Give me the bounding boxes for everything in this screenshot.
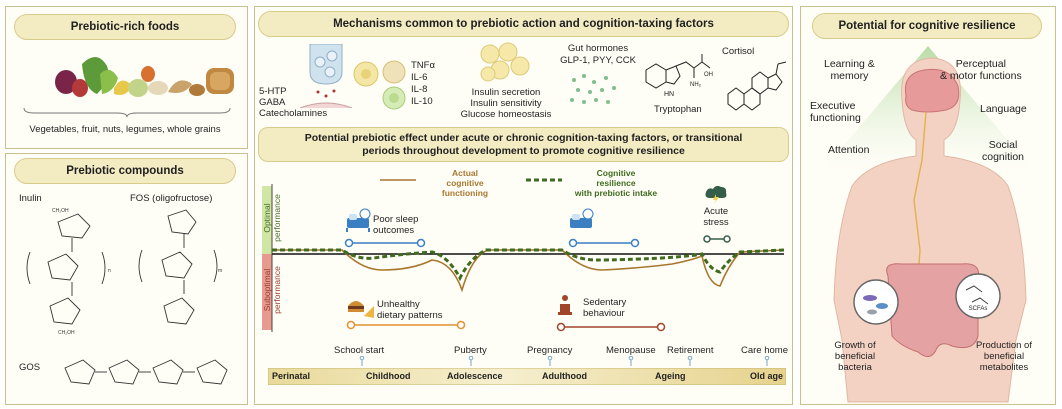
suboptimal-performance-band — [262, 254, 272, 330]
insulin-secretion: Insulin secretion — [471, 87, 541, 98]
effect-title: Potential prebiotic effect under acute o… — [258, 127, 789, 162]
optimal-performance-band — [262, 186, 272, 254]
foods-brace — [23, 107, 231, 118]
gos-structure — [64, 359, 228, 385]
foods-illustration — [55, 56, 234, 97]
sleep-icon — [346, 208, 371, 232]
poor-sleep-label: Poor sleep outcomes — [373, 214, 419, 236]
neuro-gaba: GABA — [259, 97, 286, 108]
resilience-line — [272, 248, 785, 282]
immune-cells-icon — [353, 60, 406, 110]
scfas-label: SCFAs — [968, 306, 988, 312]
acute-stress-marker — [703, 235, 731, 243]
legend-resilience-label: Cognitive resilience with prebiotic inta… — [574, 168, 658, 198]
domain-social-cognition: Social cognition — [981, 139, 1025, 163]
insulin-sensitivity: Insulin sensitivity — [470, 98, 542, 109]
tryptophan-label: Tryptophan — [654, 104, 702, 115]
growth-bacteria-label: Growth of beneficial bacteria — [834, 340, 876, 373]
gut-hormones-list: GLP-1, PYY, CCK — [560, 55, 636, 66]
acute-stress-label: Acute stress — [703, 206, 729, 228]
life-stage-bar — [268, 368, 786, 385]
svg-text:OH: OH — [704, 72, 713, 78]
hormone-dots-icon — [570, 74, 616, 104]
islet-cells-icon — [480, 42, 530, 82]
legend-actual-label: Actual cognitive functioning — [441, 168, 489, 198]
domain-executive-functioning: Executive functioning — [810, 100, 861, 124]
unhealthy-food-icon — [348, 301, 374, 318]
poor-sleep-interval-2 — [568, 238, 640, 248]
effect-title-line-2: periods throughout development to promot… — [362, 145, 685, 157]
cytokine-il8: IL-8 — [411, 84, 428, 95]
neuro-5htp: 5-HTP — [259, 86, 287, 97]
foods-caption: Vegetables, fruit, nuts, legumes, whole … — [29, 124, 221, 135]
unhealthy-diet-interval — [346, 320, 466, 330]
cortisol-structure — [727, 61, 787, 111]
metabolite-magnifier — [955, 273, 1001, 319]
milestone-school-start: School start — [334, 345, 385, 356]
mechanisms-title: Mechanisms common to prebiotic action an… — [258, 11, 789, 37]
sleep-icon-2 — [570, 208, 594, 228]
domain-learning-memory: Learning & memory — [824, 58, 875, 82]
milestone-pregnancy: Pregnancy — [527, 345, 573, 356]
effect-title-line-1: Potential prebiotic effect under acute o… — [304, 132, 743, 144]
neuron-icon — [300, 44, 352, 108]
inulin-structure: CH₂OH n CH₂OH — [26, 208, 111, 336]
storm-cloud-icon — [705, 185, 727, 204]
fos-label: FOS (oligofructose) — [130, 193, 213, 204]
domain-perceptual-motor: Perceptual & motor functions — [940, 58, 1022, 82]
stage-adulthood: Adulthood — [542, 371, 587, 381]
fos-structure: m — [138, 209, 222, 325]
sedentary-label: Sedentary behaviour — [583, 297, 627, 319]
neuro-catecholamines: Catecholamines — [259, 108, 328, 119]
cognitive-resilience-title: Potential for cognitive resilience — [812, 13, 1042, 39]
gut-hormones-label: Gut hormones — [567, 43, 629, 54]
tryptophan-structure: HN NH₂ OH — [645, 54, 713, 98]
stage-old-age: Old age — [750, 371, 784, 381]
cytokine-il6: IL-6 — [411, 72, 428, 83]
stage-perinatal: Perinatal — [272, 371, 311, 381]
milestone-ticks — [359, 356, 770, 366]
prebiotic-foods-title: Prebiotic-rich foods — [14, 14, 236, 40]
cognitive-performance-graph — [271, 178, 785, 332]
vagus-nerve — [913, 111, 927, 281]
intestines — [886, 263, 980, 357]
inulin-label: Inulin — [19, 193, 42, 204]
svg-text:HN: HN — [664, 91, 674, 98]
milestone-retirement: Retirement — [667, 345, 714, 356]
milestone-care-home: Care home — [741, 345, 788, 356]
sedentary-interval — [556, 322, 666, 332]
sedentary-icon — [558, 295, 572, 315]
human-body-illustration — [806, 46, 1050, 403]
cytokine-tnfa: TNFα — [411, 60, 435, 71]
milestone-menopause: Menopause — [606, 345, 656, 356]
glucose-homeostasis: Glucose homeostasis — [460, 109, 552, 120]
domain-attention: Attention — [828, 144, 870, 156]
stage-adolescence: Adolescence — [447, 371, 503, 381]
svg-text:CH₂OH: CH₂OH — [52, 208, 69, 214]
cytokine-il10: IL-10 — [411, 96, 433, 107]
svg-text:n: n — [108, 268, 111, 274]
gos-label: GOS — [19, 362, 41, 373]
poor-sleep-interval — [344, 238, 426, 248]
brain-shape — [904, 68, 960, 113]
domain-language: Language — [980, 103, 1027, 115]
actual-functioning-line — [272, 249, 785, 293]
stage-ageing: Ageing — [655, 371, 686, 381]
svg-text:NH₂: NH₂ — [690, 82, 702, 88]
svg-text:CH₂OH: CH₂OH — [58, 330, 75, 336]
bacteria-magnifier — [853, 279, 899, 325]
unhealthy-diet-label: Unhealthy dietary patterns — [377, 299, 443, 321]
production-metabolites-label: Production of beneficial metabolites — [976, 340, 1032, 373]
milestone-puberty: Puberty — [454, 345, 487, 356]
cortisol-label: Cortisol — [722, 46, 755, 57]
svg-text:m: m — [218, 268, 222, 274]
prebiotic-compounds-title: Prebiotic compounds — [14, 158, 236, 184]
stage-childhood: Childhood — [366, 371, 411, 381]
